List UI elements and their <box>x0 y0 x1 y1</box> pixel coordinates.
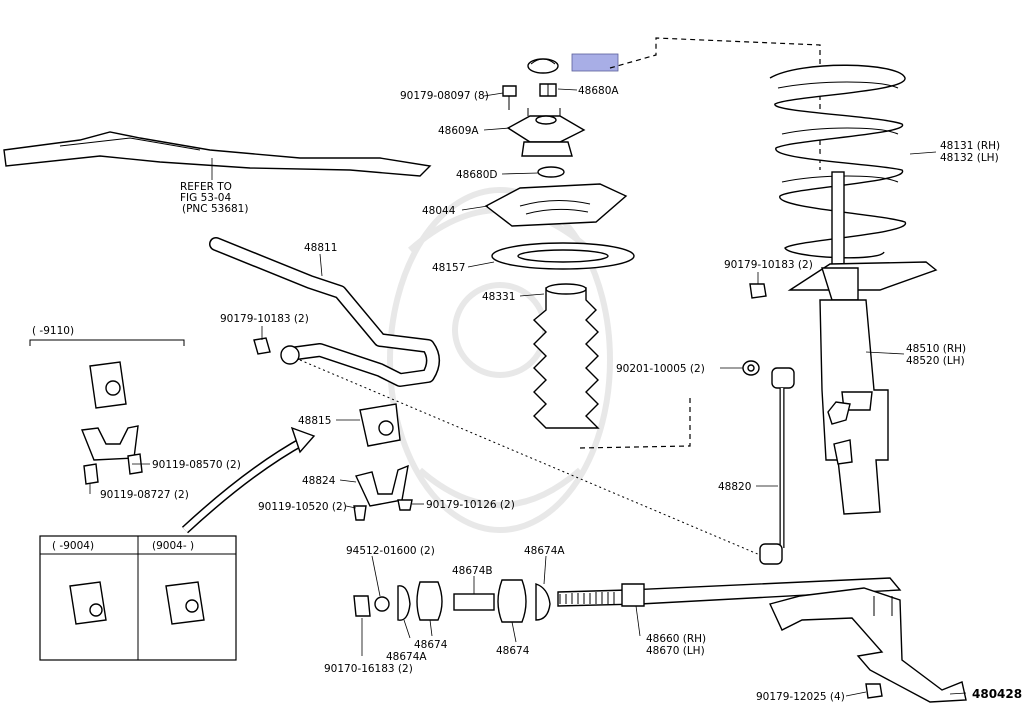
dust-cap <box>527 58 559 74</box>
highlight-box <box>571 53 619 72</box>
label-48820: 48820 <box>718 481 751 493</box>
label-48609a: 48609A <box>438 125 479 137</box>
bushing-48815-part <box>359 403 401 447</box>
label-washer-strut: 90201-10005 (2) <box>616 363 705 375</box>
bearing-48680d-part <box>537 166 565 178</box>
label-cotter: 94512-01600 (2) <box>346 545 435 557</box>
label-refer-1: REFER TO <box>180 181 232 193</box>
stabilizer-bar-part <box>209 237 440 387</box>
cross-member-part <box>3 131 432 177</box>
nut-08097-part <box>502 85 517 110</box>
label-48044: 48044 <box>422 205 456 217</box>
label-48674b: 48674B <box>452 565 493 577</box>
strut-part <box>787 171 938 515</box>
label-mount-nut: 90179-08097 (8) <box>400 90 489 102</box>
label-48331: 48331 <box>482 291 515 303</box>
label-strut-rod-lh: 48670 (LH) <box>646 645 705 657</box>
label-48157: 48157 <box>432 262 465 274</box>
label-48811: 48811 <box>304 242 337 254</box>
label-nut-12025: 90179-12025 (4) <box>756 691 845 703</box>
label-strut-rh: 48510 (RH) <box>906 343 966 355</box>
insulator-48157-part <box>491 242 635 270</box>
seat-48044-part <box>484 183 628 227</box>
label-48680a: 48680A <box>578 85 619 97</box>
left-bushing-set <box>81 361 143 485</box>
label-48674-mid: 48674 <box>414 639 448 651</box>
coil-spring-part <box>769 64 906 259</box>
strut-rod-part <box>557 577 902 607</box>
label-48674a-top: 48674A <box>524 545 565 557</box>
label-48674a-bot: 48674A <box>386 651 427 663</box>
leader-lines <box>89 88 967 697</box>
range-bracket <box>29 339 185 346</box>
pointer-arrow <box>181 426 316 534</box>
label-refer-3: (PNC 53681) <box>182 203 248 215</box>
label-range-top: ( -9110) <box>32 325 74 337</box>
nut-48680a-part <box>539 83 557 97</box>
label-nut-strut: 90179-10183 (2) <box>724 259 813 271</box>
stab-link-part <box>759 367 795 565</box>
label-nut-16183: 90170-16183 (2) <box>324 663 413 675</box>
label-coil-rh: 48131 (RH) <box>940 140 1000 152</box>
link-dash-line <box>299 359 761 556</box>
label-range-left: ( -9004) <box>52 540 94 552</box>
range-table <box>39 535 237 661</box>
lower-arm-part <box>769 587 967 703</box>
label-strut-lh: 48520 (LH) <box>906 355 965 367</box>
washer-strut-part <box>742 360 760 376</box>
label-48824: 48824 <box>302 475 336 487</box>
part-labels: 90179-08097 (8) 48680A 48609A 48680D 480… <box>32 85 1022 703</box>
label-48674-bot: 48674 <box>496 645 530 657</box>
label-refer-2: FIG 53-04 <box>180 192 231 204</box>
label-coil-lh: 48132 (LH) <box>940 152 999 164</box>
bushings-row-part <box>353 579 551 623</box>
nut-strut-part <box>749 283 767 299</box>
nut-stab-part <box>253 337 271 355</box>
bumper-48331-part <box>532 283 600 429</box>
label-bolt-08727: 90119-08727 (2) <box>100 489 189 501</box>
label-bolt-10520: 90119-10520 (2) <box>258 501 347 513</box>
bracket-48824-part <box>353 464 413 521</box>
label-48680d: 48680D <box>456 169 498 181</box>
label-range-right: (9004- ) <box>152 540 194 552</box>
label-strut-rod-rh: 48660 (RH) <box>646 633 706 645</box>
label-48815: 48815 <box>298 415 331 427</box>
label-bolt-08570: 90119-08570 (2) <box>152 459 241 471</box>
support-48609a-part <box>506 108 586 157</box>
label-480428: 480428 <box>972 687 1022 701</box>
label-nut-10126: 90179-10126 (2) <box>426 499 515 511</box>
label-nut-stab: 90179-10183 (2) <box>220 313 309 325</box>
